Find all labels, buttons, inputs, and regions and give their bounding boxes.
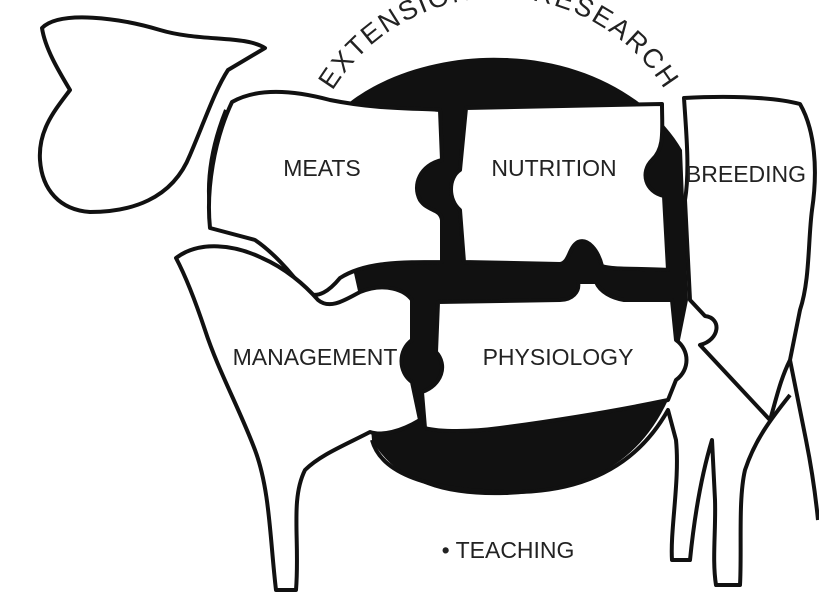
cow-head	[37, 15, 267, 214]
piece-breeding	[682, 94, 817, 422]
arc-separator: •	[497, 0, 509, 4]
piece-management	[174, 244, 422, 592]
label-management: MANAGEMENT	[233, 344, 398, 370]
piece-physiology	[420, 280, 689, 433]
piece-nutrition	[449, 102, 670, 272]
label-meats: MEATS	[283, 155, 361, 181]
cow-body-lower	[370, 393, 792, 587]
label-physiology: PHYSIOLOGY	[483, 344, 634, 370]
piece-meats	[206, 89, 444, 297]
label-teaching: • TEACHING	[442, 537, 575, 563]
label-breeding: BREEDING	[686, 161, 806, 187]
label-nutrition: NUTRITION	[491, 155, 616, 181]
cow-tail	[788, 359, 819, 521]
